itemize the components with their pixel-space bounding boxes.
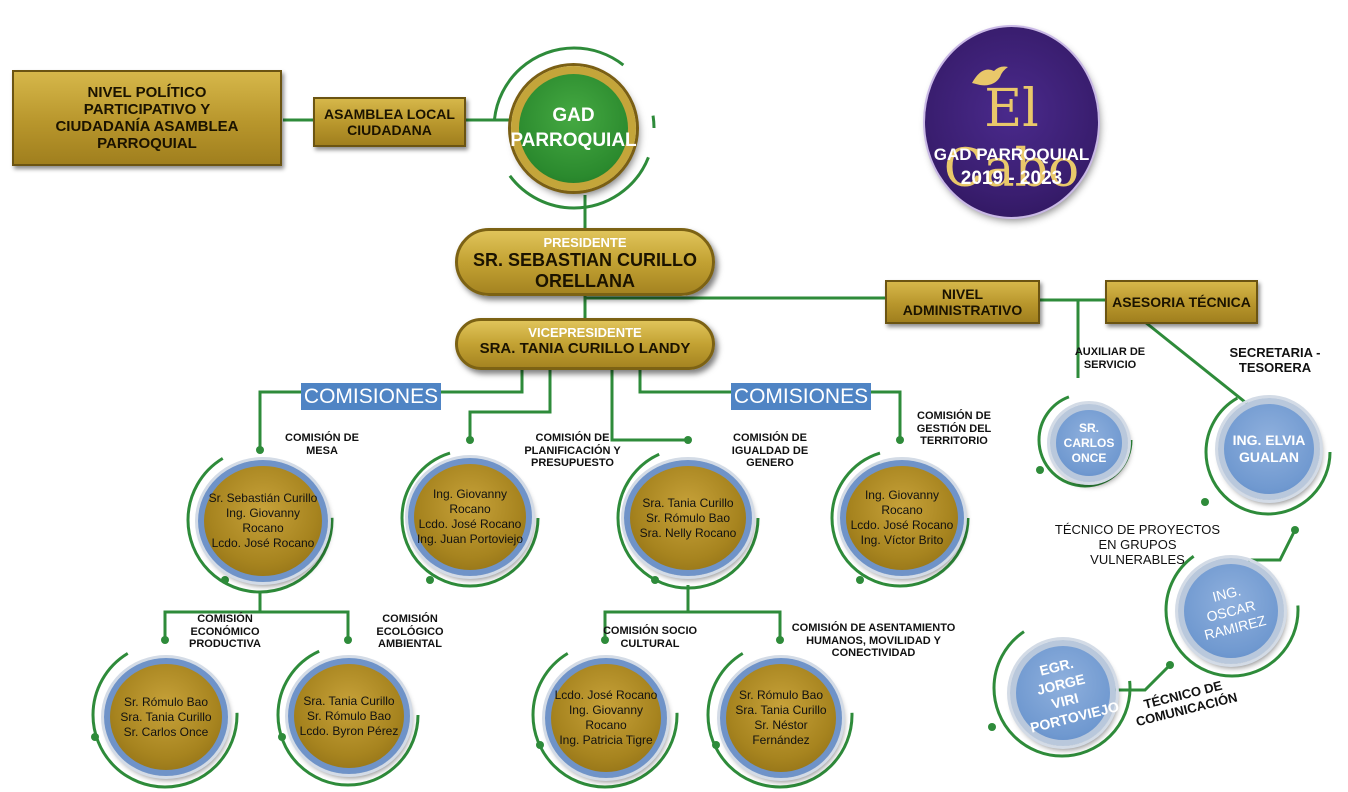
gad-parroquial-circle: GAD PARROQUIAL [510,66,637,191]
staff-circle: EGR. JORGE VIRI PORTOVIEJO [1010,640,1121,746]
vicepresidente-box: VICEPRESIDENTE SRA. TANIA CURILLO LANDY [455,318,715,370]
staff-title: TÉCNICO DE PROYECTOS EN GRUPOS VULNERABL… [1054,522,1221,567]
logo-line1: GAD PARROQUIAL [933,145,1090,164]
staff-name: ING. ELVIA GUALAN [1232,431,1306,466]
member: Ing. Giovanny Rocano [864,488,940,517]
commission-title: COMISIÓN DE ASENTAMIENTO HUMANOS, MOVILI… [791,622,956,660]
presidente-role: PRESIDENTE [543,235,627,250]
member: Sra. Tania Curillo [303,693,395,708]
staff-name: ING. OSCAR RAMIREZ [1202,582,1268,643]
presidente-name: SR. SEBASTIAN CURILLO ORELLANA [472,250,697,291]
member: Sr. Rómulo Bao [738,688,824,702]
member: Sra. Tania Curillo [120,709,212,724]
commission-circle: Ing. Giovanny Rocano Lcdo. José Rocano I… [408,458,532,576]
member: Ing. Giovanny Rocano [568,703,644,732]
commission-title: COMISIÓN DE IGUALDAD DE GENERO [731,432,809,470]
logo-line2: 2019 - 2023 [960,168,1063,189]
member: Lcdo. José Rocano [211,536,315,550]
member: Lcdo. José Rocano [554,688,658,702]
logo-brand: El Cabo [943,79,1080,199]
staff-circle: ING. ELVIA GUALAN [1218,398,1320,500]
member: Lcdo. José Rocano [850,518,954,532]
asesoria-tecnica-box: ASESORIA TÉCNICA [1105,280,1258,324]
commission-title: COMISIÓN DE PLANIFICACIÓN Y PRESUPUESTO [524,432,621,470]
member: Ing. Patricia Tigre [559,733,653,747]
staff-circle: ING. OSCAR RAMIREZ [1178,558,1284,664]
commission-circle: Lcdo. José Rocano Ing. Giovanny Rocano I… [545,658,667,778]
commission-circle: Sr. Rómulo Bao Sra. Tania Curillo Sr. Ca… [104,658,228,776]
staff-title: SECRETARIA - TESORERA [1229,345,1321,375]
gad-line1: GAD [552,104,595,126]
member: Sra. Nelly Rocano [639,525,737,540]
staff-name: EGR. JORGE VIRI PORTOVIEJO [1028,654,1121,736]
comisiones-label-left: COMISIONES [301,383,441,410]
member: Sra. Tania Curillo [735,703,827,717]
member: Ing. Juan Portoviejo [416,532,524,546]
member: Sr. Rómulo Bao [123,694,209,709]
commission-circle: Sr. Rómulo Bao Sra. Tania Curillo Sr. Né… [720,658,842,778]
commission-circle: Sra. Tania Curillo Sr. Rómulo Bao Sra. N… [624,460,752,576]
member: Lcdo. José Rocano [418,517,522,531]
asamblea-local-box: ASAMBLEA LOCAL CIUDADANA [313,97,466,147]
member: Sra. Tania Curillo [642,495,734,510]
member: Sr. Néstor Fernández [752,718,810,747]
el-cabo-logo: El Cabo GAD PARROQUIAL 2019 - 2023 [925,27,1098,217]
member: Sr. Rómulo Bao [306,708,392,723]
vicepresidente-name: SRA. TANIA CURILLO LANDY [479,340,691,357]
member: Sr. Carlos Once [123,724,209,739]
comisiones-label-right: COMISIONES [731,383,871,410]
member: Ing. Giovanny Rocano [225,506,301,535]
staff-title: AUXILIAR DE SERVICIO [1074,346,1146,371]
commission-circle: Sr. Sebastián Curillo Ing. Giovanny Roca… [198,460,328,582]
commission-title: COMISIÓN ECONÓMICO PRODUCTIVA [189,613,261,651]
commission-circle: Ing. Giovanny Rocano Lcdo. José Rocano I… [840,460,964,576]
commission-title: COMISIÓN SOCIO CULTURAL [602,625,698,650]
dove-icon [972,66,1008,86]
nivel-administrativo-box: NIVEL ADMINISTRATIVO [885,280,1040,324]
member: Ing. Víctor Brito [860,533,944,547]
commission-title: COMISIÓN DE MESA [285,432,359,457]
gad-line2: PARROQUIAL [510,129,637,151]
member: Ing. Giovanny Rocano [432,487,508,516]
vicepresidente-role: VICEPRESIDENTE [528,325,642,340]
presidente-box: PRESIDENTE SR. SEBASTIAN CURILLO ORELLAN… [455,228,715,296]
member: Sr. Rómulo Bao [645,510,731,525]
staff-name: SR. CARLOS ONCE [1063,420,1115,465]
member: Lcdo. Byron Pérez [299,723,399,738]
nivel-politico-box: NIVEL POLÍTICO PARTICIPATIVO Y CIUDADANÍ… [12,70,282,166]
commission-title: COMISIÓN DE GESTIÓN DEL TERRITORIO [916,410,992,448]
member: Sr. Sebastián Curillo [208,491,318,505]
commission-title: COMISIÓN ECOLÓGICO AMBIENTAL [376,613,444,651]
staff-circle: SR. CARLOS ONCE [1050,404,1128,482]
commission-circle: Sra. Tania Curillo Sr. Rómulo Bao Lcdo. … [288,658,410,774]
